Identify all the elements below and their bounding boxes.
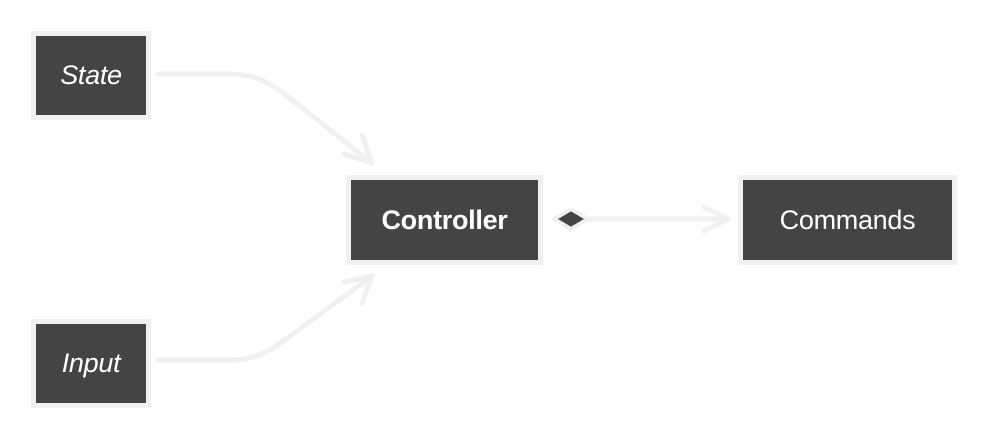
- node-commands[interactable]: Commands: [738, 175, 957, 265]
- node-input-label: Input: [61, 348, 121, 378]
- node-commands-label: Commands: [779, 204, 916, 235]
- node-state-label: State: [60, 60, 122, 90]
- arrowhead-controller-commands: [701, 204, 731, 234]
- node-state[interactable]: State: [31, 31, 151, 120]
- arrowhead-state-controller: [341, 132, 375, 166]
- node-controller-label: Controller: [381, 204, 508, 235]
- arrowhead-input-controller: [341, 273, 375, 306]
- edge-input-controller: [155, 273, 375, 363]
- composition-diamond-icon: [552, 207, 590, 231]
- node-controller[interactable]: Controller: [346, 175, 543, 265]
- edge-state-controller: [155, 71, 375, 166]
- node-input[interactable]: Input: [31, 319, 151, 408]
